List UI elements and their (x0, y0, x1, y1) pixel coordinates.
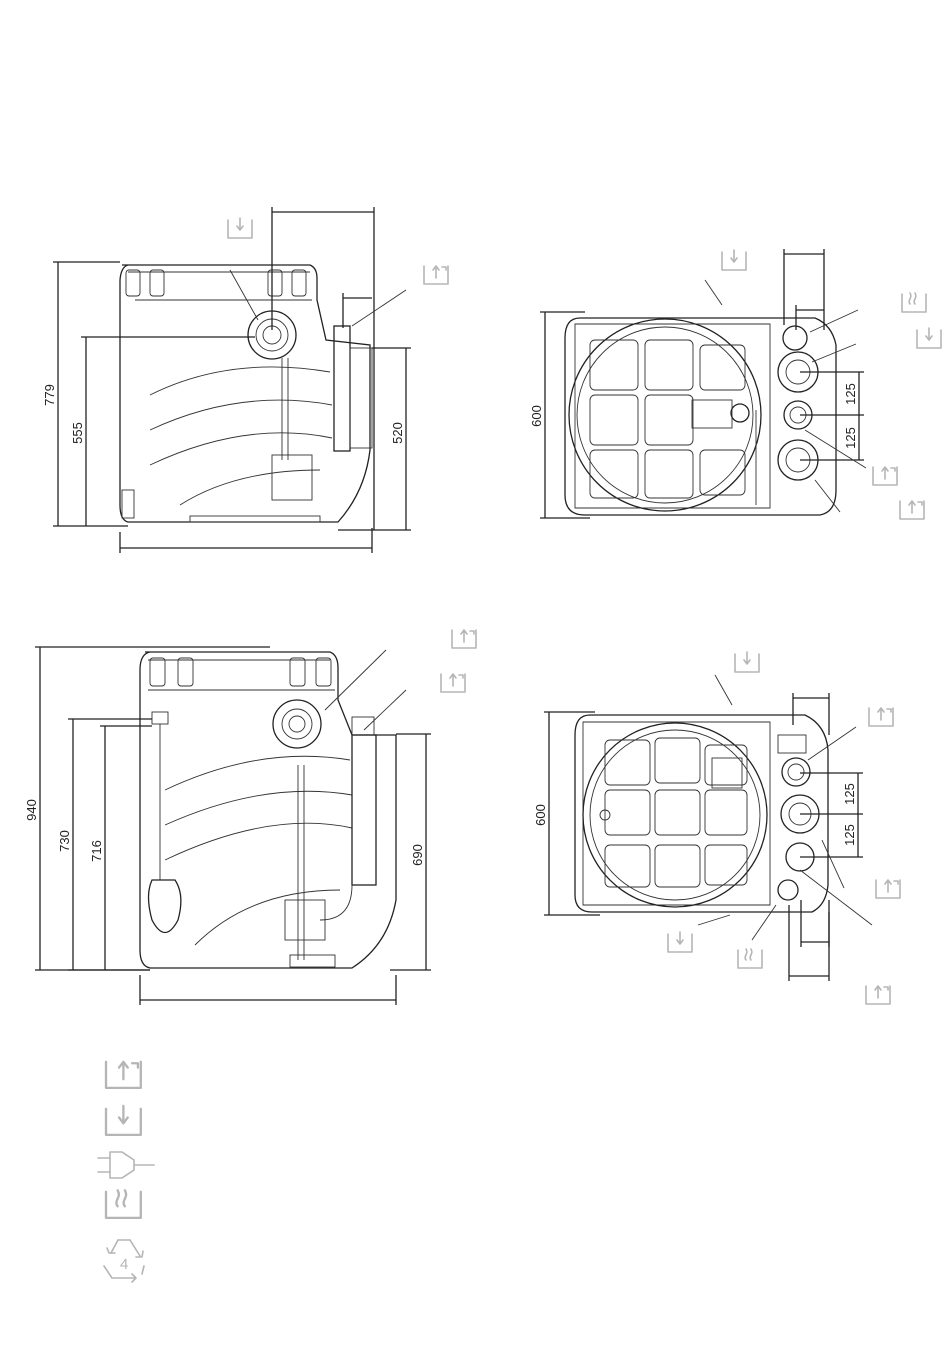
dim-690: 690 (410, 844, 425, 866)
dim-520: 520 (390, 422, 405, 444)
dim-125-bottom-b: 125 (842, 824, 857, 846)
dim-716: 716 (89, 840, 104, 862)
dim-125-bottom-a: 125 (842, 783, 857, 805)
dim-600-bottom: 600 (533, 804, 548, 826)
side-view-1 (53, 207, 411, 553)
outlet-pressure-icon (106, 1062, 141, 1088)
outlet-pressure-icon (441, 674, 465, 692)
vent-icon (738, 949, 762, 968)
top-view-1 (540, 249, 866, 518)
outlet-pressure-icon (866, 986, 890, 1004)
dim-125-top-a: 125 (843, 383, 858, 405)
top-view-2 (544, 675, 872, 981)
inlet-icon (917, 328, 941, 348)
inlet-icon (735, 652, 759, 672)
outlet-pressure-icon (900, 501, 924, 519)
outlet-pressure-icon (869, 708, 893, 726)
power-plug-icon (98, 1152, 154, 1178)
outlet-pressure-icon (424, 266, 448, 284)
recycling-icon: 4 (104, 1240, 144, 1282)
recycling-code: 4 (120, 1256, 128, 1273)
inlet-icon (722, 250, 746, 270)
dim-940: 940 (24, 799, 39, 821)
legend: 4 (98, 1062, 154, 1282)
dim-555: 555 (70, 422, 85, 444)
dim-730: 730 (57, 830, 72, 852)
outlet-pressure-icon (876, 880, 900, 898)
dim-600-top: 600 (529, 405, 544, 427)
inlet-icon (106, 1106, 141, 1135)
vent-icon (106, 1190, 141, 1218)
inlet-icon (228, 218, 252, 238)
outlet-pressure-icon (452, 630, 476, 648)
inlet-icon (668, 932, 692, 952)
dim-125-top-b: 125 (843, 427, 858, 449)
dim-779: 779 (42, 384, 57, 406)
side-view-2 (35, 647, 431, 1005)
vent-icon (902, 293, 926, 312)
outlet-pressure-icon (873, 467, 897, 485)
